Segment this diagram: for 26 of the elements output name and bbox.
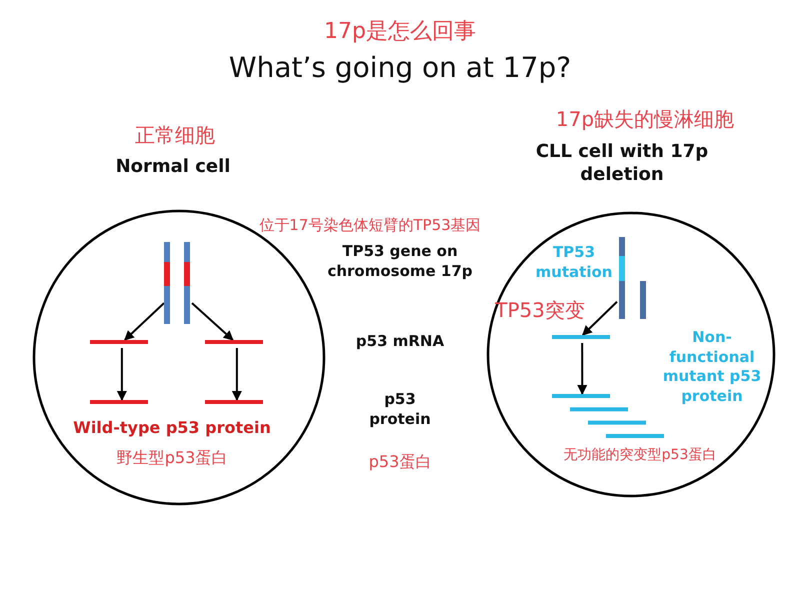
title: 17p是怎么回事 (324, 18, 476, 46)
mutation-label: TP53突变 (495, 297, 585, 323)
cell-heading: Normal cell (116, 155, 230, 178)
gene-label: TP53 gene on chromosome 17p (326, 242, 474, 281)
arrow (232, 348, 242, 401)
arrow (191, 302, 234, 341)
cell-heading: 正常细胞 (135, 122, 215, 148)
arrow (577, 343, 588, 395)
protein-label: p53 protein (368, 390, 432, 429)
arrow (124, 302, 165, 341)
chromosome-drawing (164, 242, 190, 324)
protein-label: p53蛋白 (368, 452, 432, 473)
arrow (116, 348, 127, 401)
gene-label: 位于17号染色体短臂的TP53基因 (259, 216, 481, 236)
protein-label: 野生型p53蛋白 (116, 448, 228, 469)
mutation-label: TP53 mutation (534, 243, 614, 282)
cell-heading: CLL cell with 17p deletion (534, 140, 710, 187)
mrna-label: p53 mRNA (356, 332, 444, 352)
cell-heading: 17p缺失的慢淋细胞 (556, 106, 734, 132)
subtitle: What’s going on at 17p? (228, 50, 572, 86)
protein-label: Wild-type p53 protein (73, 418, 271, 439)
protein-label: 无功能的突变型p53蛋白 (564, 446, 716, 464)
arrow (582, 301, 618, 336)
chromosome-drawing (619, 237, 646, 319)
protein-lines-drawing (552, 394, 664, 438)
protein-label: Non-functional mutant p53 protein (662, 328, 762, 406)
